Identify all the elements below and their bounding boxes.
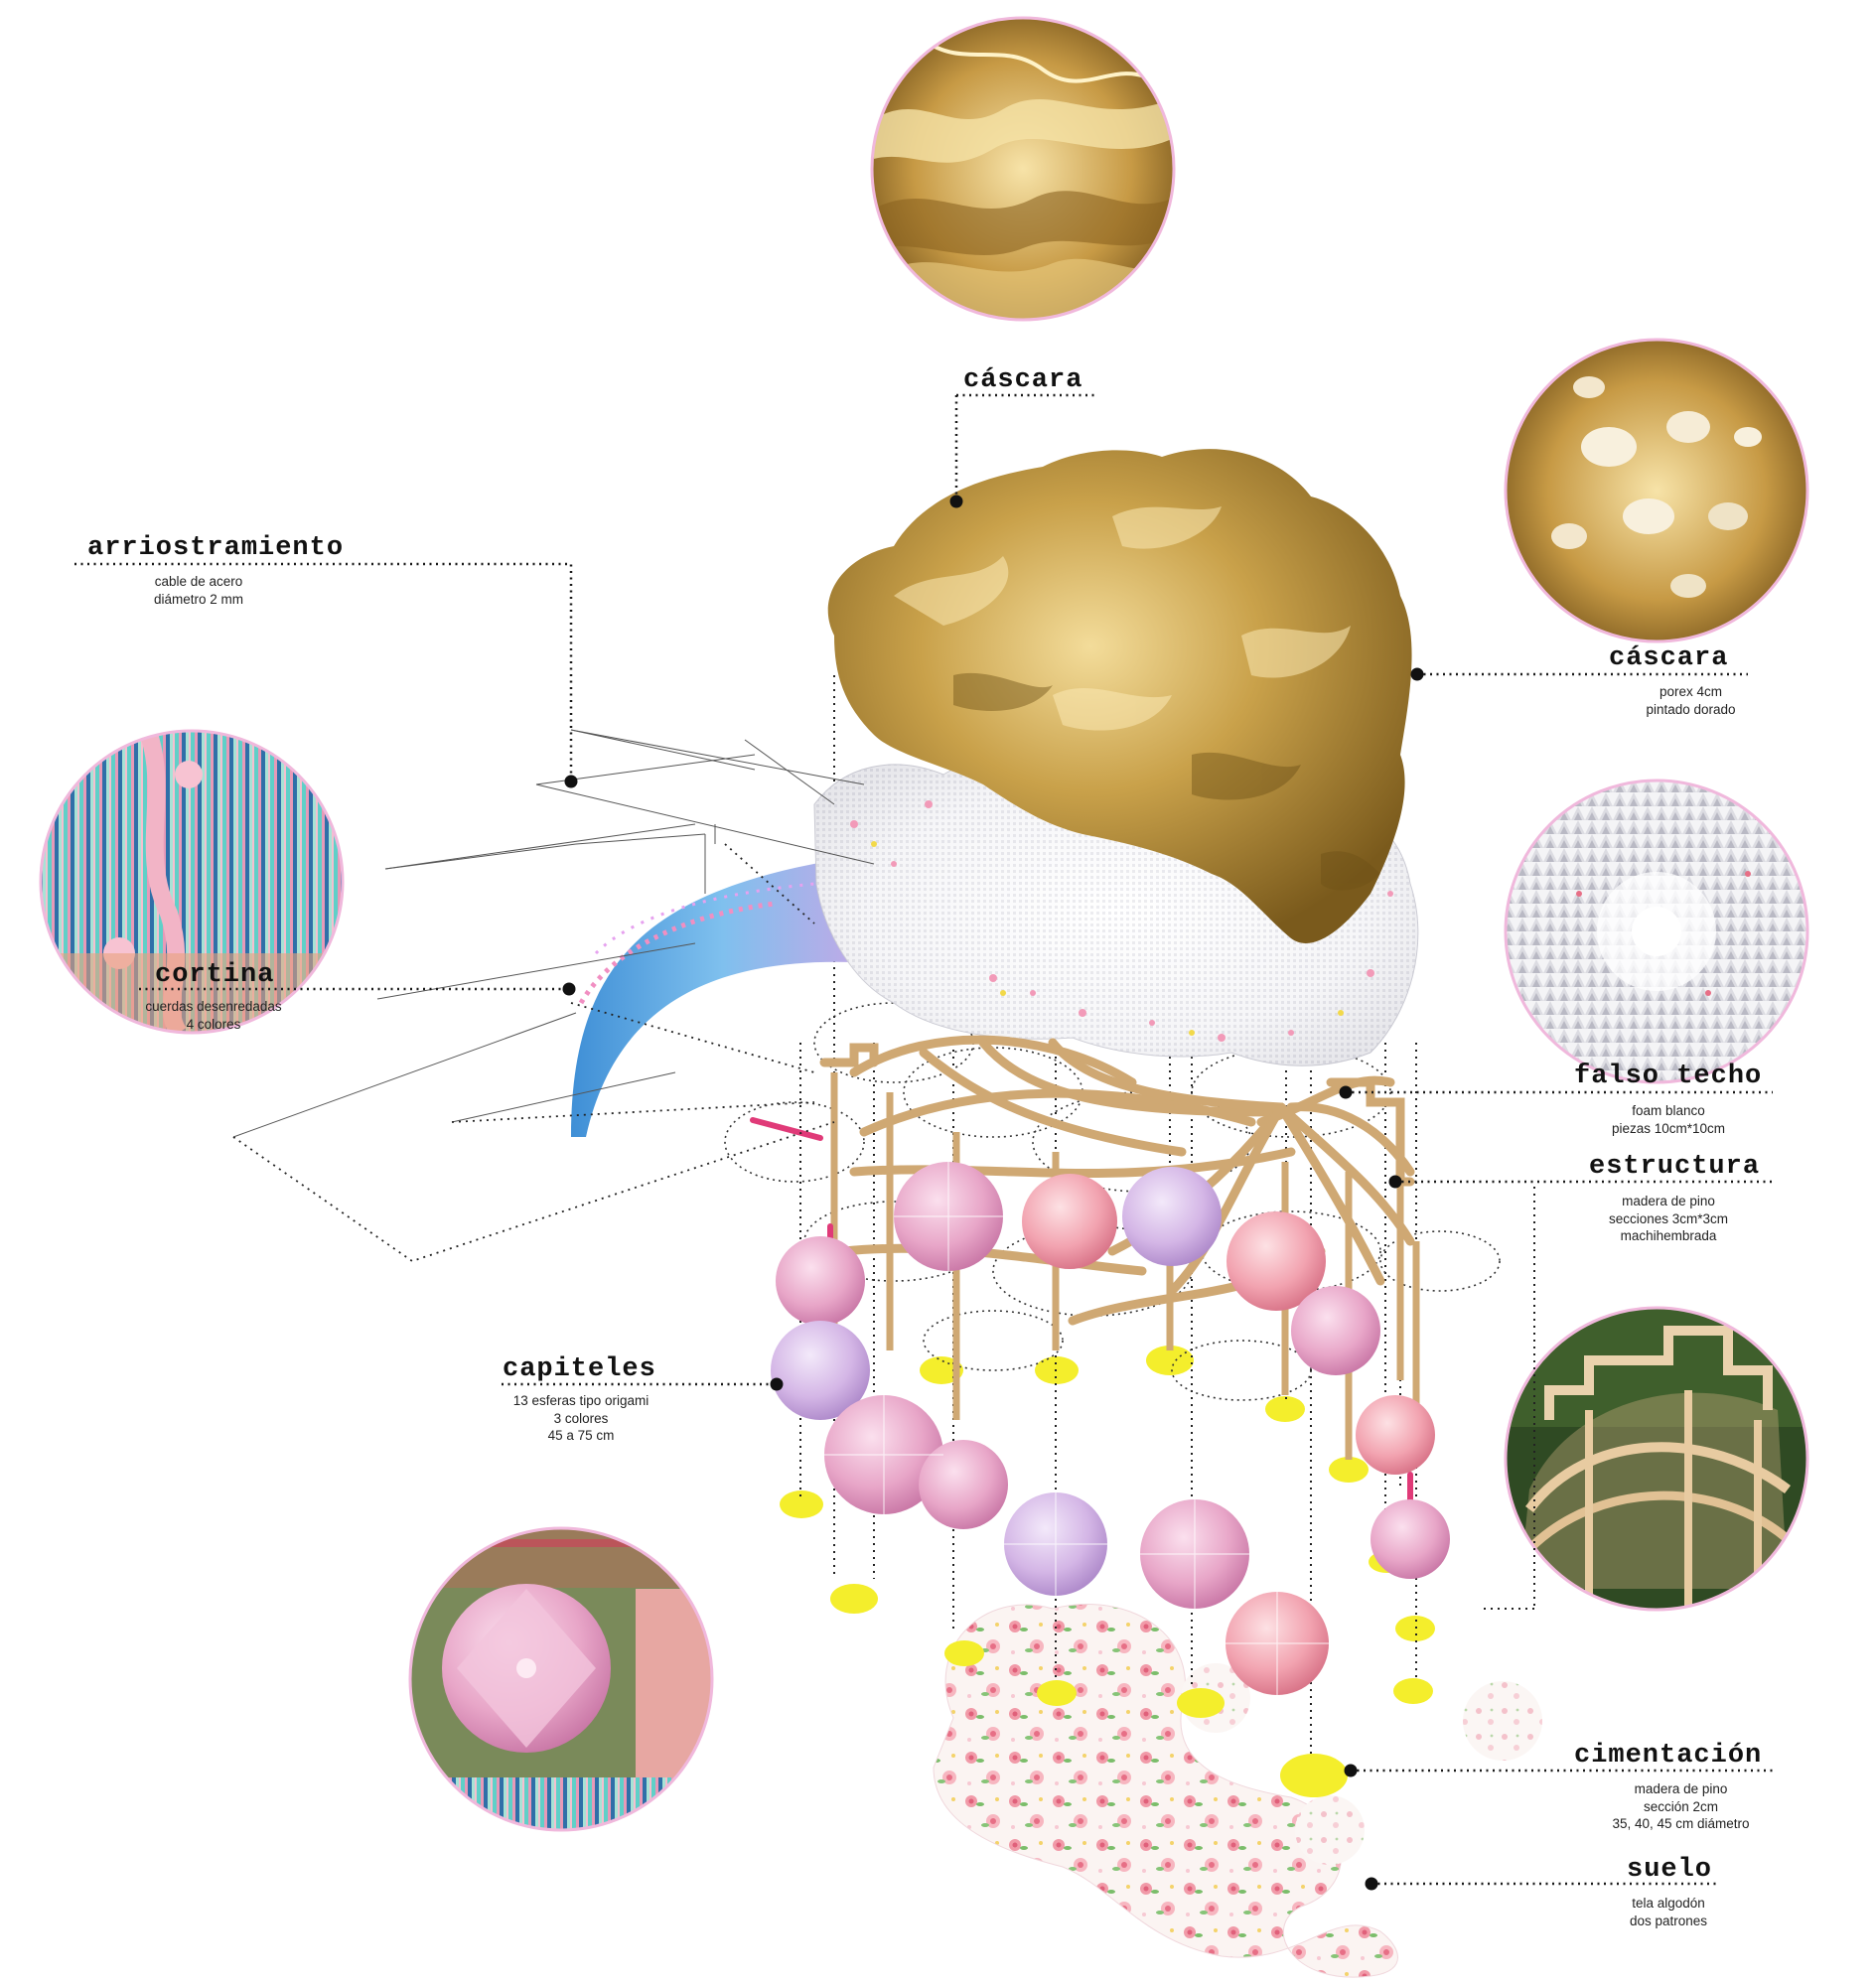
label-falso-techo-title: falso techo (1574, 1062, 1763, 1091)
photo-structure (1504, 1306, 1809, 1612)
label-estructura-desc: madera de pino secciones 3cm*3cm machihe… (1579, 1193, 1758, 1245)
label-cimentacion-line-3: 35, 40, 45 cm diámetro (1612, 1816, 1750, 1832)
label-cortina-title: cortina (155, 960, 275, 990)
label-capiteles-line-2: 3 colores (553, 1410, 609, 1426)
label-falso-techo-line-1: foam blanco (1632, 1103, 1705, 1118)
label-falso-techo-desc: foam blanco piezas 10cm*10cm (1579, 1102, 1758, 1137)
label-estructura-title: estructura (1589, 1152, 1761, 1182)
label-arriostramiento-title: arriostramiento (87, 533, 345, 563)
label-cimentacion-line-2: sección 2cm (1643, 1798, 1719, 1814)
curtain-ribbon (571, 854, 874, 1137)
label-capiteles-line-1: 13 esferas tipo origami (512, 1393, 649, 1408)
label-cortina-line-2: 4 colores (186, 1016, 241, 1032)
label-suelo-line-2: dos patrones (1629, 1913, 1708, 1928)
leader-lines (74, 393, 1773, 1886)
photo-capitals (408, 1526, 714, 1832)
label-cortina-line-1: cuerdas desenredadas (145, 999, 282, 1014)
label-cimentacion-desc: madera de pino sección 2cm 35, 40, 45 cm… (1589, 1780, 1773, 1833)
label-estructura-line-1: madera de pino (1622, 1194, 1715, 1208)
label-capiteles-desc: 13 esferas tipo origami 3 colores 45 a 7… (492, 1392, 670, 1445)
label-cimentacion-line-1: madera de pino (1634, 1781, 1728, 1796)
label-cascara-line-2: pintado dorado (1646, 701, 1736, 717)
label-cascara-desc: porex 4cm pintado dorado (1609, 683, 1773, 718)
label-estructura-line-3: machihembrada (1620, 1228, 1717, 1244)
gold-shell (827, 449, 1412, 943)
photo-shell-top (870, 16, 1176, 322)
label-cascara-line-1: porex 4cm (1659, 684, 1723, 699)
label-cortina-desc: cuerdas desenredadas 4 colores (129, 998, 298, 1033)
label-arriostramiento-line-2: diámetro 2 mm (153, 591, 244, 607)
label-cimentacion-title: cimentación (1574, 1741, 1763, 1771)
label-capiteles-line-3: 45 a 75 cm (547, 1428, 615, 1444)
label-cascara-title: cáscara (1609, 643, 1729, 673)
label-cascara-top-title: cáscara (963, 365, 1083, 395)
label-suelo-desc: tela algodón dos patrones (1614, 1895, 1723, 1929)
label-falso-techo-line-2: piezas 10cm*10cm (1611, 1120, 1726, 1136)
photo-shell-right (1504, 338, 1809, 643)
wood-structure (819, 1035, 1415, 1326)
label-suelo-line-1: tela algodón (1632, 1896, 1705, 1911)
label-arriostramiento-desc: cable de acero diámetro 2 mm (114, 573, 283, 608)
label-suelo-title: suelo (1627, 1855, 1713, 1885)
photo-ceiling (1504, 779, 1809, 1084)
ground-bracing-dotted (232, 843, 835, 1262)
leader-dots (562, 495, 1424, 1891)
label-estructura-line-2: secciones 3cm*3cm (1608, 1210, 1729, 1226)
label-arriostramiento-line-1: cable de acero (154, 574, 243, 589)
label-capiteles-title: capiteles (503, 1354, 656, 1384)
origami-spheres (771, 1162, 1450, 1695)
